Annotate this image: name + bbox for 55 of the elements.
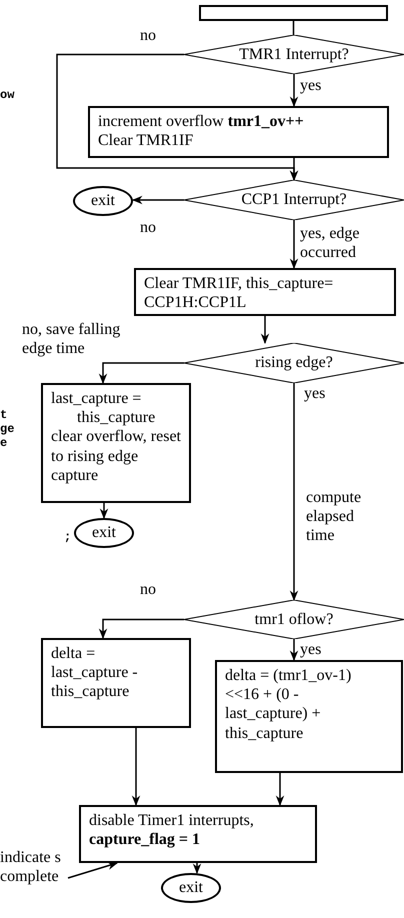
process-box xyxy=(199,5,388,21)
node-text: exit xyxy=(91,191,115,211)
edge-label: no xyxy=(140,580,156,600)
edge-label: no xyxy=(140,218,156,238)
cut-off-text: t xyxy=(0,408,8,422)
node-text: exit xyxy=(92,523,116,543)
node-text: TMR1 Interrupt? xyxy=(239,44,349,64)
arrow xyxy=(98,362,184,384)
process-box xyxy=(134,268,396,316)
annotation-text: compute elapsed time xyxy=(306,488,362,546)
arrow xyxy=(260,316,270,344)
node-text: Clear TMR1IF xyxy=(98,131,194,150)
cut-off-text: ge xyxy=(0,422,14,436)
edge-label: no xyxy=(140,26,156,46)
decision-diamond xyxy=(184,343,404,383)
arrow xyxy=(132,196,184,204)
decision-diamond xyxy=(184,600,404,639)
node-text: tmr1 oflow? xyxy=(254,610,334,630)
arrow xyxy=(290,220,298,270)
arrow xyxy=(98,618,184,640)
edge-label: yes, edge occurred xyxy=(300,224,361,262)
node-text: delta = last_capture - this_capture xyxy=(51,644,139,702)
node-text: disable Timer1 interrupts, xyxy=(89,811,255,830)
arrow xyxy=(290,158,298,182)
edge-label: yes xyxy=(300,76,322,96)
cut-off-text: ow xyxy=(0,88,14,102)
process-box xyxy=(88,106,389,158)
arrow xyxy=(132,728,140,806)
node-text: exit xyxy=(179,878,203,898)
arrow xyxy=(276,773,284,806)
process-box xyxy=(215,660,403,773)
arrow xyxy=(100,503,108,520)
process-box xyxy=(79,805,317,863)
arrow xyxy=(290,639,298,662)
cut-off-text: ; xyxy=(64,530,72,544)
node-text: rising edge? xyxy=(255,353,333,373)
decision-diamond xyxy=(184,180,404,220)
arrow xyxy=(290,74,298,108)
arrow xyxy=(192,863,202,874)
node-text: capture_flag = 1 xyxy=(89,830,202,850)
node-text: delta = (tmr1_ov-1) <<16 + (0 - last_capture) + this_capture xyxy=(225,666,352,743)
node-text: Clear TMR1IF, this_capture= CCP1H:CCP1L xyxy=(144,274,334,312)
node-text: indicate s complete xyxy=(0,848,62,886)
process-box xyxy=(41,638,191,728)
leader-arrow xyxy=(68,862,118,879)
node-text: increment overflow tmr1_ov++ xyxy=(98,112,305,132)
arrow xyxy=(290,383,298,602)
edge-label: yes xyxy=(304,384,326,404)
process-box xyxy=(41,383,191,503)
node-text: clear overflow, reset to rising edge capture xyxy=(51,427,181,485)
edge-label: no, save falling edge time xyxy=(22,320,122,358)
cut-off-text: e xyxy=(0,436,8,450)
decision-diamond xyxy=(184,35,404,74)
node-text: CCP1 Interrupt? xyxy=(241,190,347,210)
edge-label: yes xyxy=(300,640,322,660)
